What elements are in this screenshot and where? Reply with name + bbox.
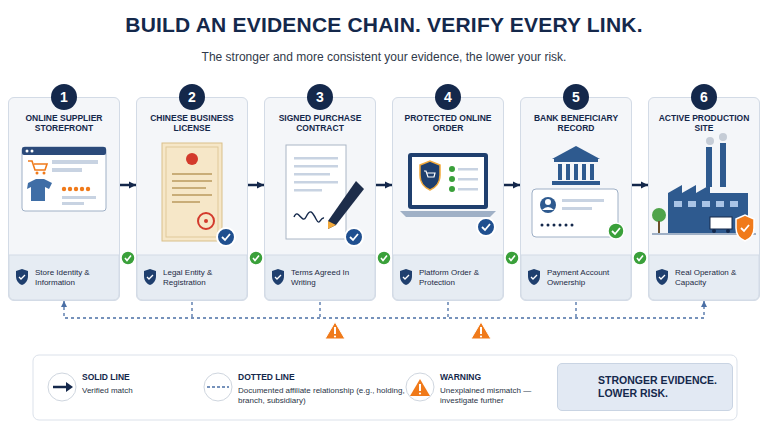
step-number: 2: [179, 84, 205, 110]
evidence-card: 1ONLINE SUPPLIER STOREFRONTStore Identit…: [8, 97, 120, 301]
legend-label: SOLID LINE: [82, 372, 130, 382]
production-site-illustration: [652, 133, 756, 241]
card-title: CHINESE BUSINESS LICENSE: [141, 113, 243, 133]
legend-panel: [33, 355, 737, 420]
card-caption: Real Operation & Capacity: [675, 255, 755, 300]
verified-arrow: [120, 184, 136, 187]
summary-box: STRONGER EVIDENCE. LOWER RISK.: [557, 363, 733, 411]
warning-icons: [325, 322, 491, 339]
verified-arrow: [632, 184, 648, 187]
title-text: BUILD AN EVIDENCE CHAIN. VERIFY EVERY LI…: [0, 13, 768, 37]
link-check-icons: [121, 251, 647, 265]
step-number: 5: [563, 84, 589, 110]
card-caption: Legal Entity & Registration: [163, 255, 243, 300]
contract-illustration: [286, 145, 364, 246]
business-license-illustration: [162, 143, 235, 246]
legend-description: Documented affiliate relationship (e.g.,…: [238, 386, 408, 406]
card-caption: Store Identity & Information: [35, 255, 115, 300]
card-backgrounds: [8, 97, 760, 301]
evidence-card: 2CHINESE BUSINESS LICENSELegal Entity & …: [136, 97, 248, 301]
summary-text: STRONGER EVIDENCE. LOWER RISK.: [598, 374, 726, 400]
card-caption: Payment Account Ownership: [547, 255, 627, 300]
verified-arrow: [504, 184, 520, 187]
card-title: ACTIVE PRODUCTION SITE: [653, 113, 755, 133]
verified-arrow: [376, 184, 392, 187]
legend-label: DOTTED LINE: [238, 372, 295, 382]
storefront-illustration: [22, 147, 106, 211]
card-title: BANK BENEFICIARY RECORD: [525, 113, 627, 133]
card-title: SIGNED PURCHASE CONTRACT: [269, 113, 371, 133]
bank-record-illustration: [532, 146, 624, 239]
subtitle: The stronger and more consistent your ev…: [0, 50, 768, 65]
legend-label: WARNING: [440, 372, 481, 382]
evidence-card: 3SIGNED PURCHASE CONTRACTTerms Agreed In…: [264, 97, 376, 301]
step-number: 1: [51, 84, 77, 110]
evidence-card: 5BANK BENEFICIARY RECORDPayment Account …: [520, 97, 632, 301]
card-title: ONLINE SUPPLIER STOREFRONT: [13, 113, 115, 133]
step-number: 6: [691, 84, 717, 110]
evidence-card: 6ACTIVE PRODUCTION SITEReal Operation & …: [648, 97, 760, 301]
affiliate-connector: [64, 301, 704, 318]
affiliate-ticks: [192, 302, 576, 318]
step-number: 3: [307, 84, 333, 110]
card-caption: Terms Agreed In Writing: [291, 255, 371, 300]
step-number: 4: [435, 84, 461, 110]
legend-description: Verified match: [82, 386, 192, 396]
protected-order-illustration: [400, 153, 496, 236]
verified-arrow: [248, 184, 264, 187]
evidence-card: 4PROTECTED ONLINE ORDERPlatform Order & …: [392, 97, 504, 301]
card-title: PROTECTED ONLINE ORDER: [397, 113, 499, 133]
card-caption: Platform Order & Protection: [419, 255, 499, 300]
legend-description: Unexplained mismatch — investigate furth…: [440, 386, 552, 406]
